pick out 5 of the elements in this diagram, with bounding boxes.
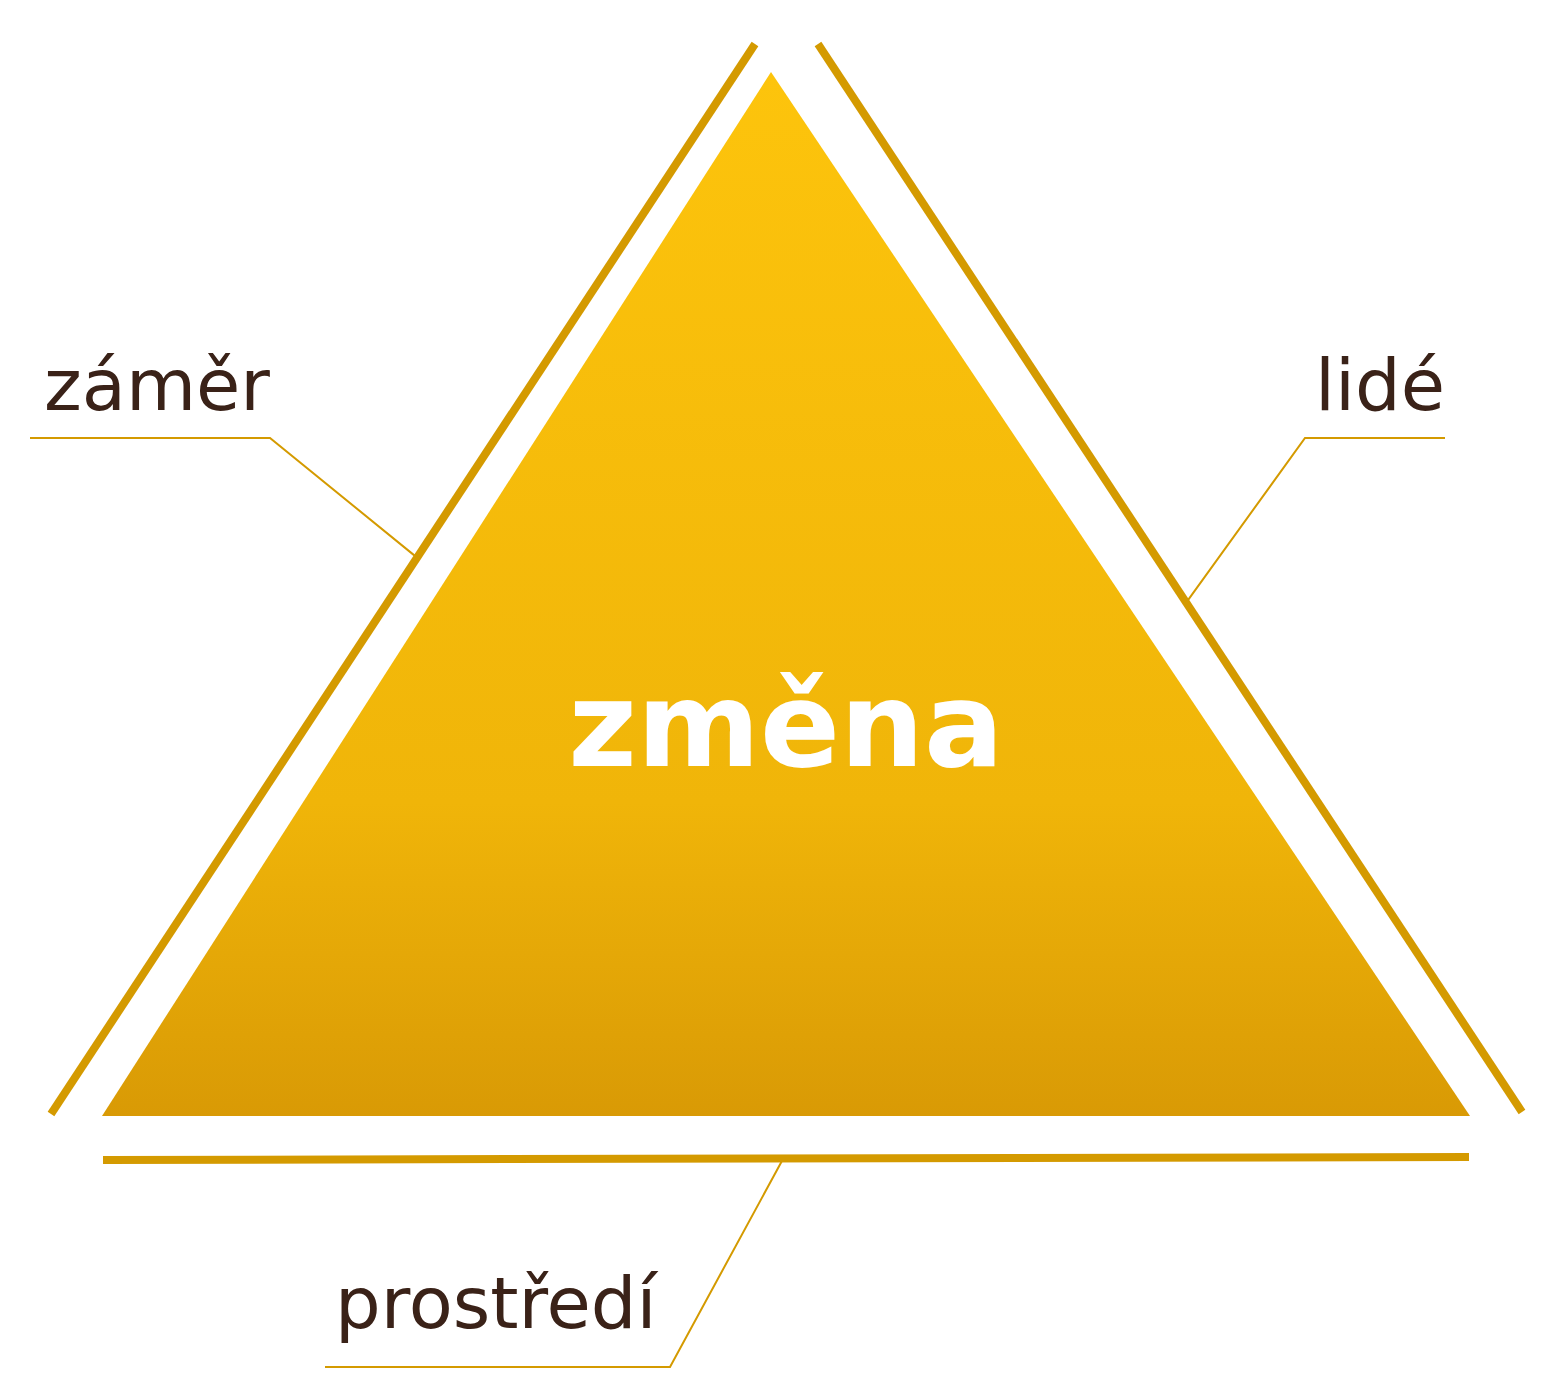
- center-label: změna: [567, 655, 1005, 795]
- side-bar: [100, 1152, 1472, 1166]
- label-text: záměr: [30, 340, 270, 438]
- label-text: prostředí: [325, 1258, 670, 1367]
- label-text: lidé: [1305, 340, 1445, 438]
